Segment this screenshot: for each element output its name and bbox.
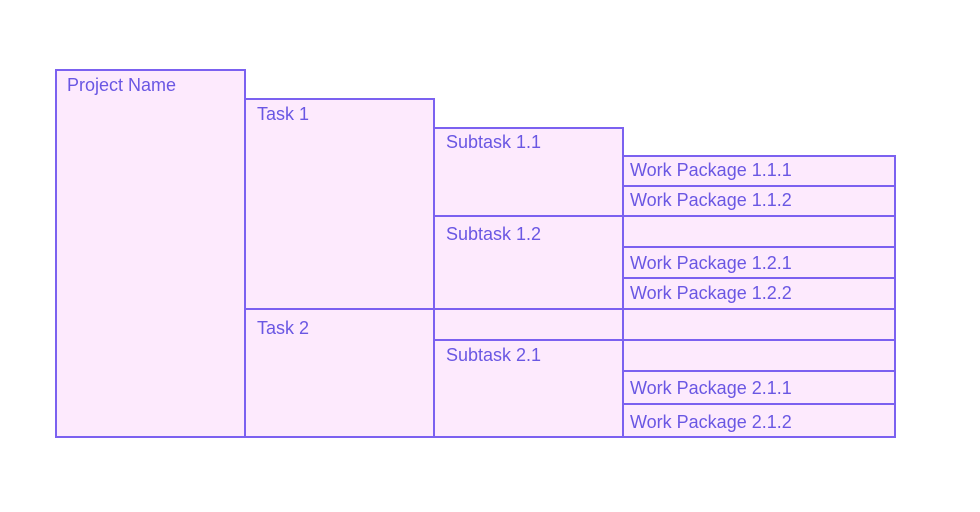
work-package-2-1-2-label: Work Package 2.1.2	[630, 412, 792, 432]
task-1-label: Task 1	[257, 104, 310, 124]
work-package-2-1-1-box	[622, 370, 896, 405]
work-package-empty-box	[622, 339, 896, 372]
subtask-1-2-label: Subtask 1.2	[446, 224, 542, 244]
work-package-1-2-2-box	[622, 277, 896, 310]
project-box	[55, 69, 246, 438]
work-package-2-1-2-box	[622, 403, 896, 438]
work-package-1-1-2-label: Work Package 1.1.2	[630, 190, 792, 210]
work-package-1-2-1-label: Work Package 1.2.1	[630, 253, 792, 273]
subtask-1-1-box	[433, 127, 624, 217]
subtask-empty-box	[433, 308, 624, 341]
task-2-box	[244, 308, 435, 438]
work-package-empty-box	[622, 215, 896, 248]
work-package-empty-box	[622, 308, 896, 341]
task-2-label: Task 2	[257, 318, 310, 338]
work-package-1-2-2-label: Work Package 1.2.2	[630, 283, 792, 303]
project-name-label: Project Name	[67, 75, 177, 95]
subtask-1-1-label: Subtask 1.1	[446, 132, 542, 152]
task-1-box	[244, 98, 435, 310]
work-package-1-1-1-label: Work Package 1.1.1	[630, 160, 792, 180]
subtask-2-1-label: Subtask 2.1	[446, 345, 542, 365]
work-package-1-2-1-box	[622, 246, 896, 279]
work-package-2-1-1-label: Work Package 2.1.1	[630, 378, 792, 398]
